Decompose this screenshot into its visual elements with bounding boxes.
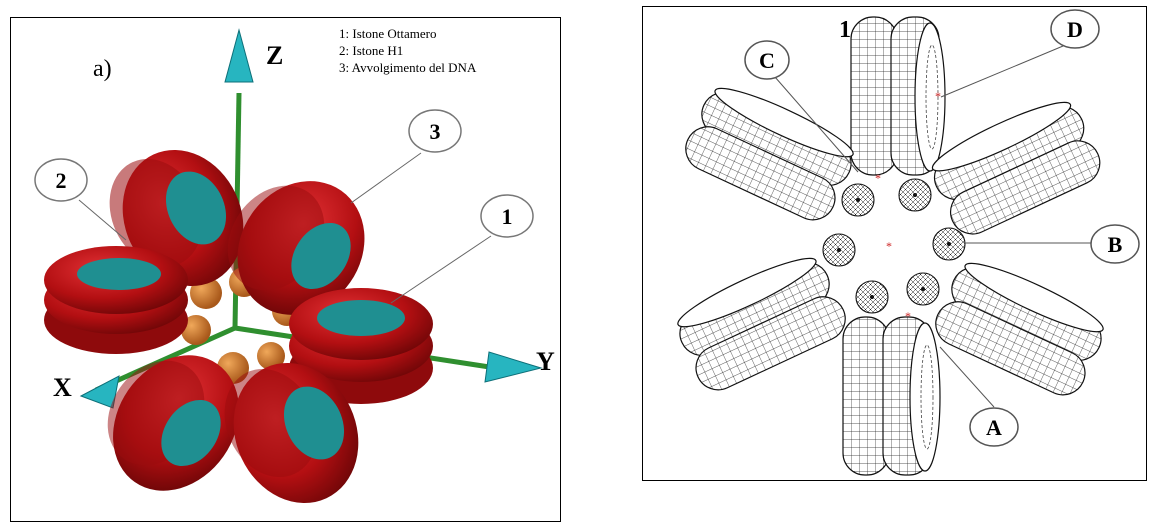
octamer-spheres-wireframe [823,179,965,313]
x-axis-label: X [53,373,72,402]
panel-b-wireframe: * * * * C D B A 1 [642,6,1147,481]
torus-pair-upper-right [924,91,1107,241]
svg-text:*: * [905,309,911,323]
torus-pair-top [851,17,945,175]
callout-A-label: A [986,415,1002,440]
panel-a-nucleosome-3d: 2 3 1 Z Y X a) 1: Istone Ottamero 2: Ist… [10,17,561,522]
torus-pair-bottom [843,317,940,475]
y-axis-arrowhead [485,352,541,382]
callout-3-label: 3 [430,119,441,144]
torus-pair-lower-right [929,252,1112,402]
legend-item-1: 1: Istone Ottamero [339,26,436,41]
callout-2-label: 2 [56,168,67,193]
legend-item-2: 2: Istone H1 [339,43,403,58]
y-axis-label: Y [536,347,555,376]
panel-b-graphic: * * * * C D B A 1 [643,7,1148,482]
panel-letter: a) [93,56,112,82]
torus-left [44,246,188,354]
torus-pair-lower-left [669,247,852,397]
legend-item-3: 3: Avvolgimento del DNA [339,60,477,75]
callout-C-label: C [759,48,775,73]
callout-B-label: B [1108,232,1123,257]
svg-text:*: * [875,171,881,185]
top-pair-number: 1 [839,17,851,43]
callout-1-label: 1 [502,204,513,229]
panel-a-graphic: 2 3 1 Z Y X a) 1: Istone Ottamero 2: Ist… [11,18,562,523]
z-axis-label: Z [266,41,283,70]
svg-text:*: * [935,89,941,103]
legend: 1: Istone Ottamero 2: Istone H1 3: Avvol… [339,26,477,75]
torus-pair-upper-left [679,77,862,227]
z-axis-arrowhead [225,30,253,82]
callout-D-label: D [1067,17,1083,42]
svg-text:*: * [886,239,892,253]
